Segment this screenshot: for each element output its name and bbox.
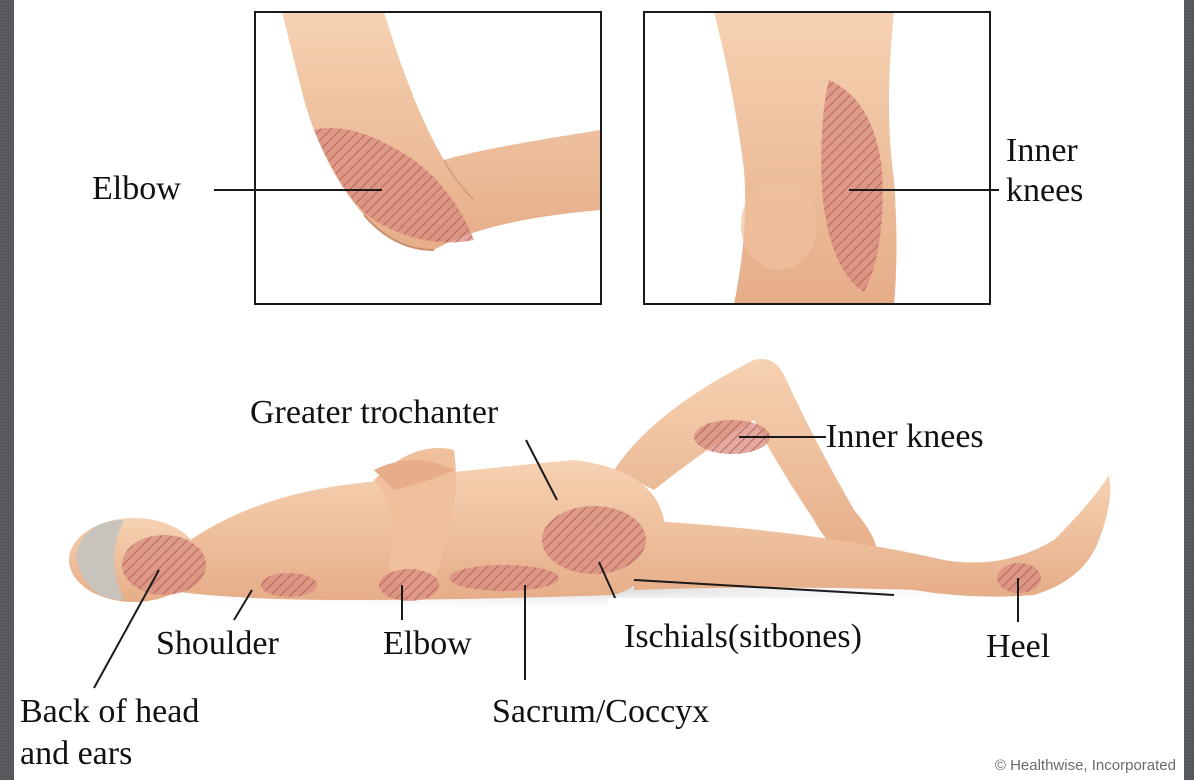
copyright-credit: © Healthwise, Incorporated [995,757,1176,774]
label-back-of-head-1: Back of head [20,693,199,731]
elbow-inset [214,12,601,304]
label-heel: Heel [986,628,1050,666]
label-elbow: Elbow [383,625,472,663]
label-ischials: Ischials(sitbones) [624,618,862,656]
label-greater-trochanter: Greater trochanter [250,394,498,432]
label-inner-knees-inset-1: Inner [1006,132,1078,170]
label-inner-knees: Inner knees [826,418,984,456]
diagram-canvas: Elbow Inner knees Greater trochanter Inn… [14,0,1184,780]
label-sacrum: Sacrum/Coccyx [492,693,709,731]
label-inner-knees-inset-2: knees [1006,172,1083,210]
knee-inset [644,12,999,304]
label-shoulder: Shoulder [156,625,279,663]
label-back-of-head-2: and ears [20,735,132,773]
label-elbow-inset: Elbow [92,170,181,208]
